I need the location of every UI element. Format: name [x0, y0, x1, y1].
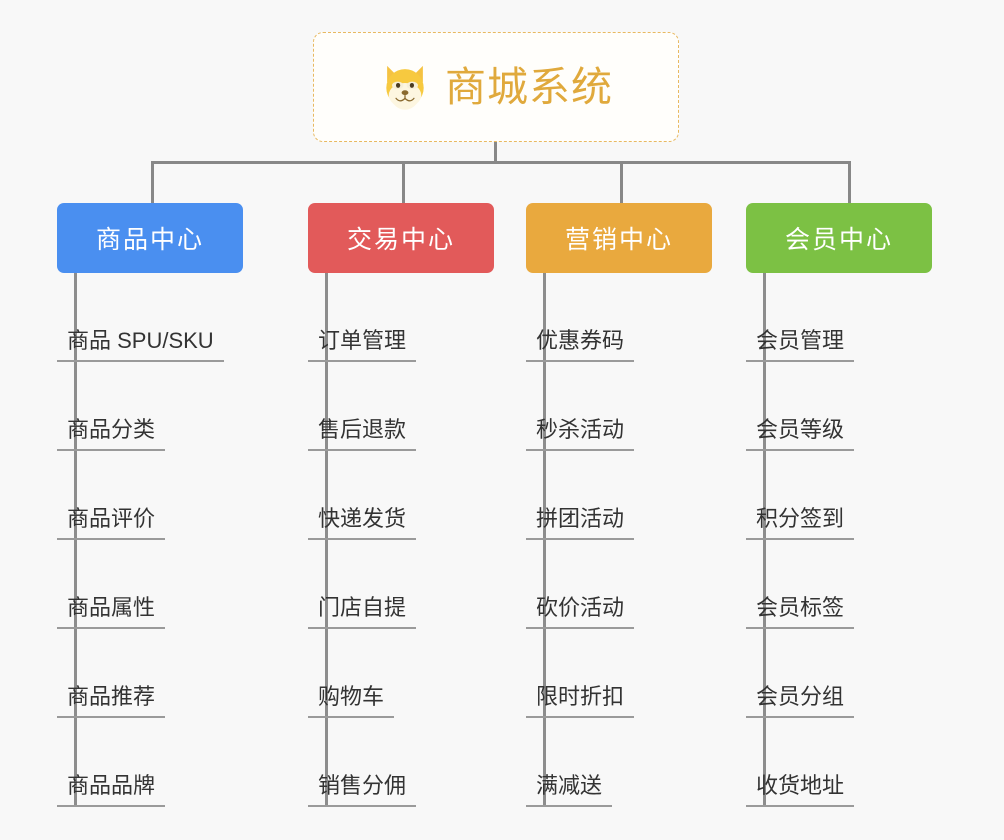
column-spine-trade [325, 273, 328, 807]
leaf-item[interactable]: 快递发货 [308, 451, 498, 540]
leaf-item[interactable]: 满减送 [526, 718, 716, 807]
leaf-label: 收货地址 [746, 773, 855, 807]
leaf-item[interactable]: 门店自提 [308, 540, 498, 629]
leaf-label: 砍价活动 [526, 595, 635, 629]
leaf-item[interactable]: 会员标签 [746, 540, 936, 629]
leaf-item[interactable]: 收货地址 [746, 718, 936, 807]
leaf-label: 快递发货 [308, 506, 417, 540]
leaf-label: 积分签到 [746, 506, 855, 540]
connector-drop-1 [151, 161, 154, 206]
leaf-item[interactable]: 购物车 [308, 629, 498, 718]
category-column-marketing: 营销中心 优惠券码 秒杀活动 拼团活动 砍价活动 限时折扣 满减送 [526, 203, 716, 807]
leaf-list-product: 商品 SPU/SKU 商品分类 商品评价 商品属性 商品推荐 商品品牌 [57, 273, 247, 807]
leaf-label: 满减送 [526, 773, 613, 807]
leaf-item[interactable]: 售后退款 [308, 362, 498, 451]
leaf-item[interactable]: 拼团活动 [526, 451, 716, 540]
leaf-label: 会员标签 [746, 595, 855, 629]
category-header-trade-label: 交易中心 [346, 226, 455, 254]
leaf-item[interactable]: 会员管理 [746, 273, 936, 362]
leaf-item[interactable]: 限时折扣 [526, 629, 716, 718]
leaf-label: 商品 SPU/SKU [57, 328, 224, 362]
leaf-item[interactable]: 销售分佣 [308, 718, 498, 807]
root-node[interactable]: 商城系统 [313, 32, 679, 142]
connector-bus-bar [151, 161, 851, 164]
leaf-label: 购物车 [308, 684, 395, 718]
leaf-item[interactable]: 商品推荐 [57, 629, 247, 718]
leaf-label: 商品属性 [57, 595, 166, 629]
leaf-item[interactable]: 会员分组 [746, 629, 936, 718]
category-header-member-label: 会员中心 [784, 226, 893, 254]
leaf-label: 售后退款 [308, 417, 417, 451]
leaf-label: 销售分佣 [308, 773, 417, 807]
leaf-label: 商品推荐 [57, 684, 166, 718]
category-header-marketing-label: 营销中心 [564, 226, 673, 254]
connector-drop-4 [848, 161, 851, 206]
connector-root-stem [494, 142, 497, 164]
leaf-item[interactable]: 商品品牌 [57, 718, 247, 807]
leaf-item[interactable]: 砍价活动 [526, 540, 716, 629]
leaf-label: 门店自提 [308, 595, 417, 629]
leaf-label: 优惠券码 [526, 328, 635, 362]
category-column-trade: 交易中心 订单管理 售后退款 快递发货 门店自提 购物车 销售分佣 [308, 203, 498, 807]
leaf-label: 拼团活动 [526, 506, 635, 540]
leaf-label: 会员管理 [746, 328, 855, 362]
column-spine-marketing [543, 273, 546, 807]
connector-drop-2 [402, 161, 405, 206]
connector-drop-3 [620, 161, 623, 206]
leaf-label: 订单管理 [308, 328, 417, 362]
leaf-item[interactable]: 积分签到 [746, 451, 936, 540]
leaf-list-trade: 订单管理 售后退款 快递发货 门店自提 购物车 销售分佣 [308, 273, 498, 807]
dog-face-icon [386, 65, 424, 110]
category-header-product-label: 商品中心 [95, 226, 204, 254]
leaf-label: 秒杀活动 [526, 417, 635, 451]
leaf-item[interactable]: 优惠券码 [526, 273, 716, 362]
leaf-item[interactable]: 会员等级 [746, 362, 936, 451]
leaf-list-marketing: 优惠券码 秒杀活动 拼团活动 砍价活动 限时折扣 满减送 [526, 273, 716, 807]
category-header-trade[interactable]: 交易中心 [308, 203, 494, 273]
leaf-label: 商品分类 [57, 417, 166, 451]
leaf-label: 商品评价 [57, 506, 166, 540]
leaf-item[interactable]: 秒杀活动 [526, 362, 716, 451]
leaf-label: 限时折扣 [526, 684, 635, 718]
leaf-label: 会员等级 [746, 417, 855, 451]
leaf-item[interactable]: 商品属性 [57, 540, 247, 629]
leaf-item[interactable]: 商品 SPU/SKU [57, 273, 247, 362]
leaf-item[interactable]: 商品分类 [57, 362, 247, 451]
leaf-label: 商品品牌 [57, 773, 166, 807]
root-title: 商城系统 [445, 63, 613, 110]
category-header-product[interactable]: 商品中心 [57, 203, 243, 273]
column-spine-member [763, 273, 766, 807]
category-header-member[interactable]: 会员中心 [746, 203, 932, 273]
category-header-marketing[interactable]: 营销中心 [526, 203, 712, 273]
leaf-label: 会员分组 [746, 684, 855, 718]
leaf-list-member: 会员管理 会员等级 积分签到 会员标签 会员分组 收货地址 [746, 273, 936, 807]
leaf-item[interactable]: 订单管理 [308, 273, 498, 362]
leaf-item[interactable]: 商品评价 [57, 451, 247, 540]
column-spine-product [74, 273, 77, 807]
category-column-product: 商品中心 商品 SPU/SKU 商品分类 商品评价 商品属性 商品推荐 商品品牌 [57, 203, 247, 807]
category-column-member: 会员中心 会员管理 会员等级 积分签到 会员标签 会员分组 收货地址 [746, 203, 936, 807]
